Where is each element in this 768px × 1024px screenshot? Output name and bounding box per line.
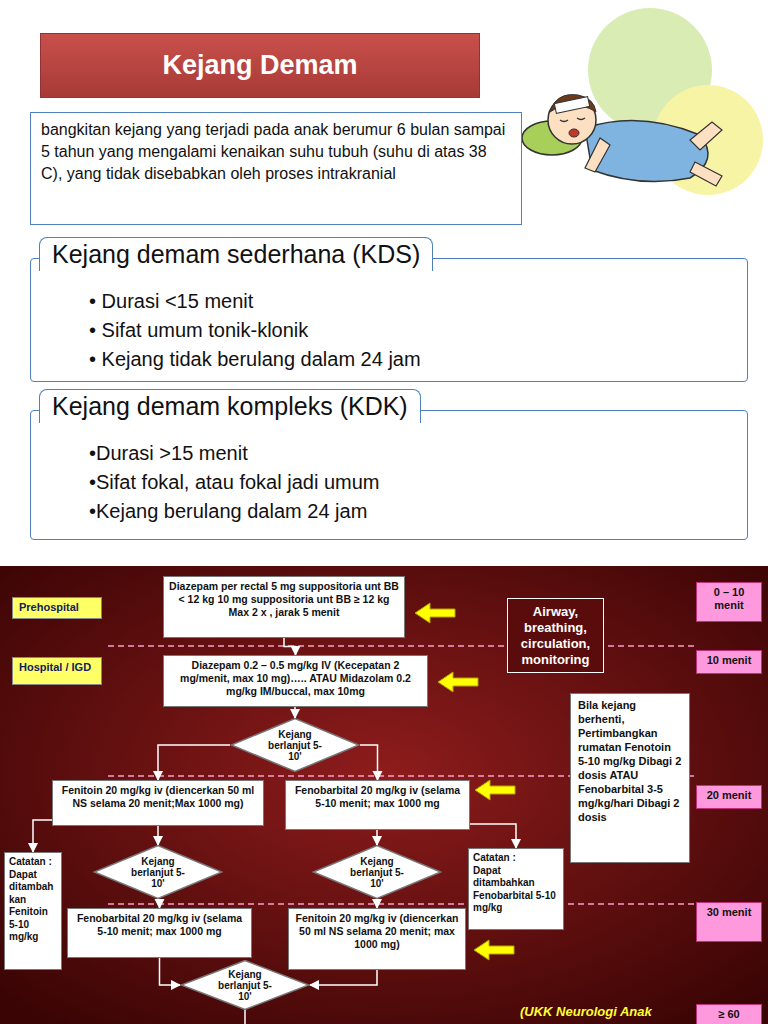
node-detail: •Sifat fokal, atau fokal jadi umum bbox=[89, 468, 737, 497]
flowchart-ground bbox=[0, 566, 768, 1024]
node-text: ≥ 60 bbox=[699, 1008, 759, 1021]
arm bbox=[585, 138, 610, 172]
node-text: Diazepam 0.2 – 0.5 mg/kg IV (Kecepatan 2… bbox=[169, 659, 422, 697]
eyes bbox=[560, 118, 585, 122]
time-marker: 30 menit bbox=[696, 902, 762, 942]
process-box: Fenitoin 20 mg/kg iv (diencerkan 50 ml N… bbox=[52, 780, 264, 826]
title-text: Kejang Demam bbox=[162, 50, 357, 81]
node-text: Kejang berlanjut 5-10' bbox=[347, 856, 407, 889]
title-banner: Kejang Demam bbox=[40, 33, 480, 98]
diamond-shape bbox=[313, 846, 440, 899]
yellow-pointer bbox=[438, 672, 478, 692]
flow-arrow bbox=[310, 970, 377, 985]
node-detail: • Kejang tidak berulang dalam 24 jam bbox=[89, 345, 737, 374]
process-box: Fenobarbital 20 mg/kg iv (selama 5-10 me… bbox=[285, 780, 470, 830]
note-box: Bila kejang berhenti, Pertimbangkan ruma… bbox=[570, 693, 690, 863]
node-detail: •Durasi >15 menit bbox=[89, 439, 737, 468]
flow-arrow bbox=[158, 745, 230, 780]
node-text: Kejang berlanjut 5-10' bbox=[265, 729, 325, 762]
flow-arrow bbox=[360, 745, 378, 780]
decision-diamond: Kejang berlanjut 5-10' bbox=[312, 845, 442, 899]
reminder-box: Airway, breathing, circulation, monitori… bbox=[507, 598, 604, 673]
sick-child-illustration bbox=[522, 8, 763, 195]
yellow-pointer bbox=[474, 940, 514, 960]
diamond-shape bbox=[181, 961, 308, 1010]
node-text: Kejang demam sederhana (KDS) bbox=[39, 237, 433, 271]
flow-arrow bbox=[158, 899, 160, 908]
phase-tag: Hospital / IGD bbox=[12, 657, 102, 685]
node-text: Catatan : bbox=[473, 852, 559, 865]
node-text: Hospital / IGD bbox=[19, 661, 95, 674]
flow-arrow bbox=[376, 899, 378, 908]
diamond-shape bbox=[231, 719, 358, 772]
process-box: Diazepam per rectal 5 mg suppositoria un… bbox=[163, 576, 405, 638]
node-text: 0 – 10 menit bbox=[699, 586, 759, 612]
flow-arrow bbox=[33, 820, 52, 852]
yellow-pointer bbox=[415, 603, 455, 623]
decision-diamond: Kejang berlanjut 5-10' bbox=[180, 960, 310, 1010]
decision-diamond: Kejang berlanjut 5-10' bbox=[93, 845, 223, 899]
node-detail: •Kejang berulang dalam 24 jam bbox=[89, 497, 737, 526]
node-text: 10 menit bbox=[699, 654, 759, 667]
towel bbox=[554, 97, 589, 114]
source-note: (UKK Neurologi Anak bbox=[520, 1004, 652, 1019]
category-band: Kejang demam sederhana (KDS)• Durasi <15… bbox=[30, 258, 748, 382]
time-marker: 10 menit bbox=[696, 650, 762, 674]
process-box: Diazepam 0.2 – 0.5 mg/kg IV (Kecepatan 2… bbox=[163, 655, 428, 707]
node-text: Prehospital bbox=[19, 601, 95, 614]
node-detail: Dapat ditambahkan Fenobarbital 5-10 mg/k… bbox=[473, 865, 559, 915]
node-text: Kejang berlanjut 5-10' bbox=[128, 856, 188, 889]
phase-tag: Prehospital bbox=[12, 597, 102, 619]
diamond-shape bbox=[94, 846, 221, 899]
process-box: Fenitoin 20 mg/kg iv (diencerkan 50 ml N… bbox=[288, 908, 466, 970]
node-detail: • Durasi <15 menit bbox=[89, 287, 737, 316]
node-text: Diazepam per rectal 5 mg suppositoria un… bbox=[169, 580, 399, 618]
time-marker: ≥ 60 bbox=[696, 1004, 762, 1024]
node-text: Fenobarbital 20 mg/kg iv (selama 5-10 me… bbox=[73, 912, 246, 938]
node-text: Fenitoin 20 mg/kg iv (diencerkan 50 ml N… bbox=[294, 912, 460, 950]
time-divider bbox=[108, 645, 696, 647]
note-box: Catatan :Dapat ditambahkan Fenobarbital … bbox=[468, 848, 564, 930]
node-text: Kejang demam kompleks (KDK) bbox=[39, 389, 421, 423]
definition-box: bangkitan kejang yang terjadi pada anak … bbox=[30, 112, 522, 225]
node-text: Bila kejang berhenti, Pertimbangkan ruma… bbox=[578, 699, 682, 825]
node-text: 30 menit bbox=[699, 906, 759, 919]
node-text: bangkitan kejang yang terjadi pada anak … bbox=[41, 119, 511, 185]
note-box: Catatan :Dapat ditambah kan Fenitoin 5-1… bbox=[4, 852, 62, 970]
mouth bbox=[569, 129, 579, 137]
time-divider bbox=[108, 903, 696, 905]
page-ground bbox=[0, 0, 768, 566]
node-text: Fenitoin 20 mg/kg iv (diencerkan 50 ml N… bbox=[58, 784, 258, 810]
flow-arrow bbox=[470, 824, 516, 848]
flow-arrow bbox=[157, 826, 159, 845]
flow-arrow bbox=[160, 958, 181, 985]
decision-diamond: Kejang berlanjut 5-10' bbox=[230, 718, 360, 772]
leg bbox=[690, 122, 722, 150]
process-box: Fenobarbital 20 mg/kg iv (selama 5-10 me… bbox=[67, 908, 252, 958]
node-text: Airway, breathing, circulation, monitori… bbox=[512, 604, 599, 667]
node-detail: Dapat ditambah kan Fenitoin 5-10 mg/kg bbox=[9, 869, 57, 944]
leg bbox=[690, 162, 722, 186]
node-text: 20 menit bbox=[699, 789, 759, 802]
node-detail: • Sifat umum tonik-klonik bbox=[89, 316, 737, 345]
head bbox=[548, 96, 596, 144]
flow-line bbox=[244, 1010, 246, 1024]
time-marker: 20 menit bbox=[696, 785, 762, 809]
time-marker: 0 – 10 menit bbox=[696, 582, 762, 622]
flow-arrow bbox=[284, 638, 296, 655]
node-text: Catatan : bbox=[9, 856, 57, 869]
category-band: Kejang demam kompleks (KDK)•Durasi >15 m… bbox=[30, 410, 748, 540]
yellow-pointer bbox=[475, 780, 515, 800]
node-text: Kejang berlanjut 5-10' bbox=[215, 969, 275, 1002]
flow-arrow bbox=[294, 707, 296, 718]
node-text: Fenobarbital 20 mg/kg iv (selama 5-10 me… bbox=[291, 784, 464, 810]
flow-arrow bbox=[376, 830, 378, 845]
